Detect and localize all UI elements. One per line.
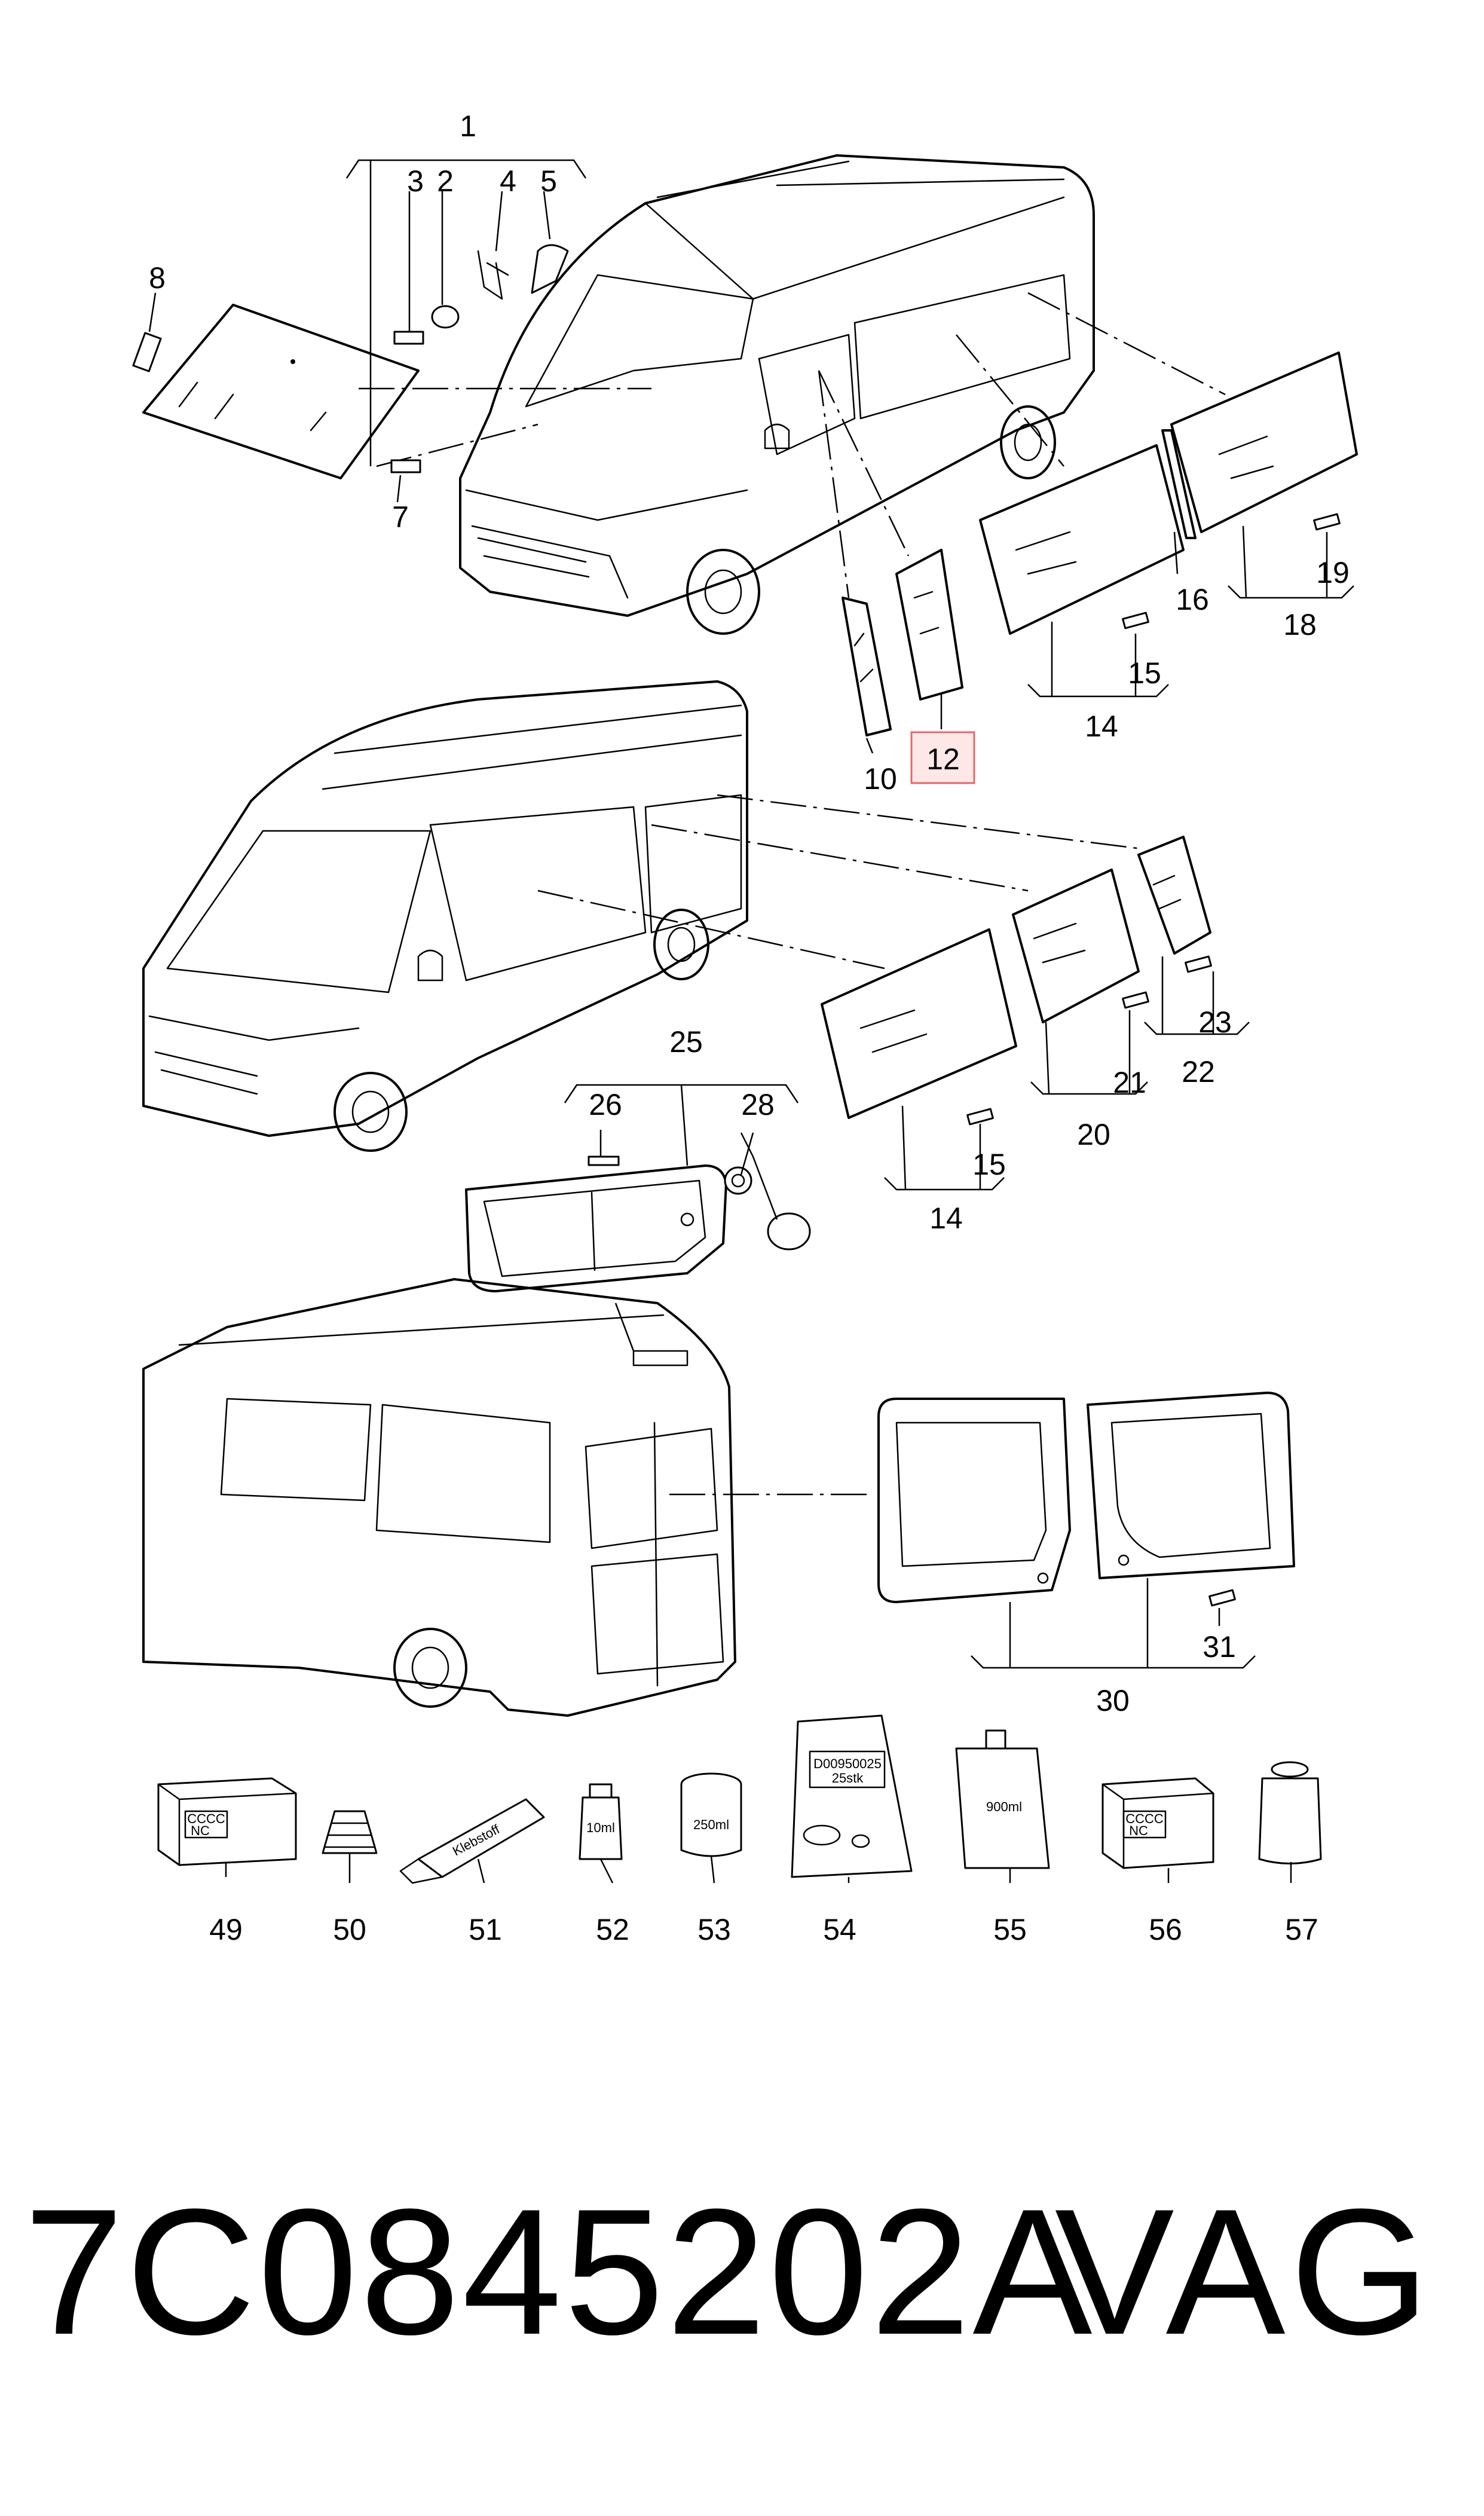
callout-28: 28: [741, 1088, 775, 1121]
callout-21: 21: [1113, 1066, 1146, 1099]
pkg54-code: D00950025: [813, 1756, 882, 1771]
callout-12: 12: [926, 742, 960, 776]
callout-3: 3: [407, 164, 424, 198]
pkg52-bottle: 10ml: [586, 1820, 615, 1835]
callout-10: 10: [864, 762, 897, 796]
pkg56-nc: NC: [1129, 1823, 1148, 1838]
callout-15-top: 15: [1128, 656, 1161, 690]
callout-1: 1: [460, 109, 476, 143]
parts-diagram: CCCC NC Klebstoff 10ml 250ml D00950025 2…: [132, 109, 1358, 1946]
callout-14-top: 14: [1085, 710, 1118, 743]
pkg54-qty: 25stk: [832, 1771, 864, 1786]
callout-30: 30: [1096, 1684, 1130, 1717]
part-number: 7C0845202A: [24, 2171, 1095, 2372]
pkg49-cert: CCCC: [187, 1811, 225, 1826]
windshield-part: [142, 304, 420, 479]
van-rear-view: [142, 1278, 736, 1717]
van-side-view: [142, 680, 748, 1152]
callout-50: 50: [333, 1913, 366, 1946]
callout-23: 23: [1198, 1005, 1232, 1039]
callout-4: 4: [500, 164, 516, 198]
van-front-view: [459, 154, 1095, 635]
leader-lines: [148, 159, 1354, 1884]
callout-18: 18: [1283, 608, 1317, 641]
callout-5: 5: [540, 164, 557, 198]
side-glass-van2: [821, 836, 1211, 1119]
callout-numbers: 1 3 2 4 5 8 7 10 12 15 14 16 19 18 23 22…: [149, 109, 1350, 1946]
callout-31: 31: [1203, 1630, 1236, 1664]
callout-15-mid: 15: [972, 1148, 1006, 1181]
callout-19: 19: [1316, 556, 1350, 589]
small-parts-top: [132, 244, 569, 473]
pkg49-nc: NC: [191, 1823, 210, 1838]
brand-label: VAG: [1054, 2171, 1434, 2372]
callout-25: 25: [669, 1025, 703, 1059]
sliding-window-part: [465, 1155, 811, 1292]
pkg53-can: 250ml: [693, 1817, 729, 1832]
callout-53: 53: [697, 1913, 731, 1946]
callout-7: 7: [392, 500, 409, 534]
callout-54: 54: [823, 1913, 856, 1946]
side-glass-van1: [842, 351, 1358, 736]
pkg55-bottle: 900ml: [986, 1799, 1022, 1814]
callout-14-mid: 14: [929, 1202, 963, 1235]
accessories-row: CCCC NC Klebstoff 10ml 250ml D00950025 2…: [157, 1714, 1322, 1884]
callout-49: 49: [209, 1913, 243, 1946]
callout-57: 57: [1285, 1913, 1318, 1946]
callout-56: 56: [1149, 1913, 1182, 1946]
pkg56-cert: CCCC: [1125, 1811, 1164, 1826]
callout-12-highlight: [910, 731, 975, 784]
callout-20: 20: [1077, 1118, 1110, 1151]
rear-glass: [877, 1392, 1295, 1603]
callout-8: 8: [149, 261, 166, 295]
footer: 7C0845202A VAG: [24, 2152, 1458, 2391]
callout-55: 55: [993, 1913, 1027, 1946]
callout-2: 2: [437, 164, 454, 198]
callout-52: 52: [596, 1913, 629, 1946]
callout-16: 16: [1176, 583, 1209, 616]
callout-22: 22: [1182, 1055, 1215, 1089]
callout-51: 51: [469, 1913, 502, 1946]
callout-26: 26: [589, 1088, 622, 1121]
